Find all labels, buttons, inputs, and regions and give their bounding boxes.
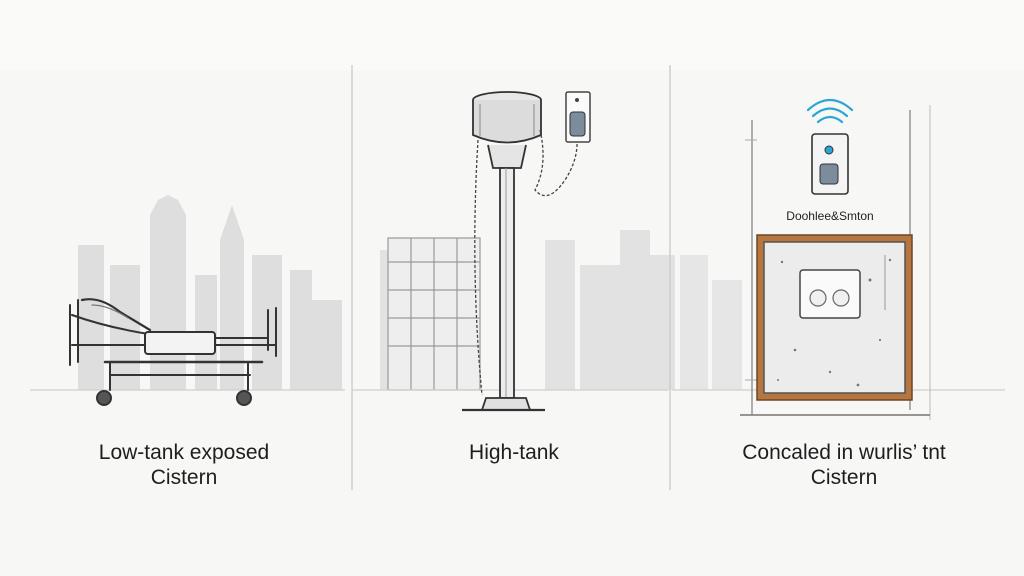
apartment-building: [387, 237, 481, 391]
water-tank-icon: [462, 91, 545, 412]
panel1-caption: Low-tank exposed Cistern: [34, 440, 334, 490]
caption-line: Low-tank exposed: [98, 441, 270, 464]
wifi-icon: [806, 98, 854, 124]
caption-line: High-tank: [469, 441, 559, 464]
hospital-bed-icon: [69, 298, 277, 406]
panel2-caption: High-tank: [364, 440, 664, 465]
skyline-right: [680, 255, 742, 390]
flush-button-icon: [565, 91, 591, 143]
caption-line: Concaled in wurlis’ tnt: [742, 441, 946, 464]
caption-line: Cistern: [150, 466, 218, 489]
panel-dividers: [351, 65, 671, 490]
pull-chain: [474, 129, 578, 396]
skyline-middle: [380, 230, 675, 391]
smart-flush-button-icon: [811, 133, 849, 195]
panel3-caption: Concaled in wurlis’ tnt Cistern: [694, 440, 994, 490]
caption-line: Cistern: [810, 466, 878, 489]
panel3-sign-label: Doohlee&Smton: [786, 209, 874, 223]
flush-plate-icon: [799, 269, 861, 319]
